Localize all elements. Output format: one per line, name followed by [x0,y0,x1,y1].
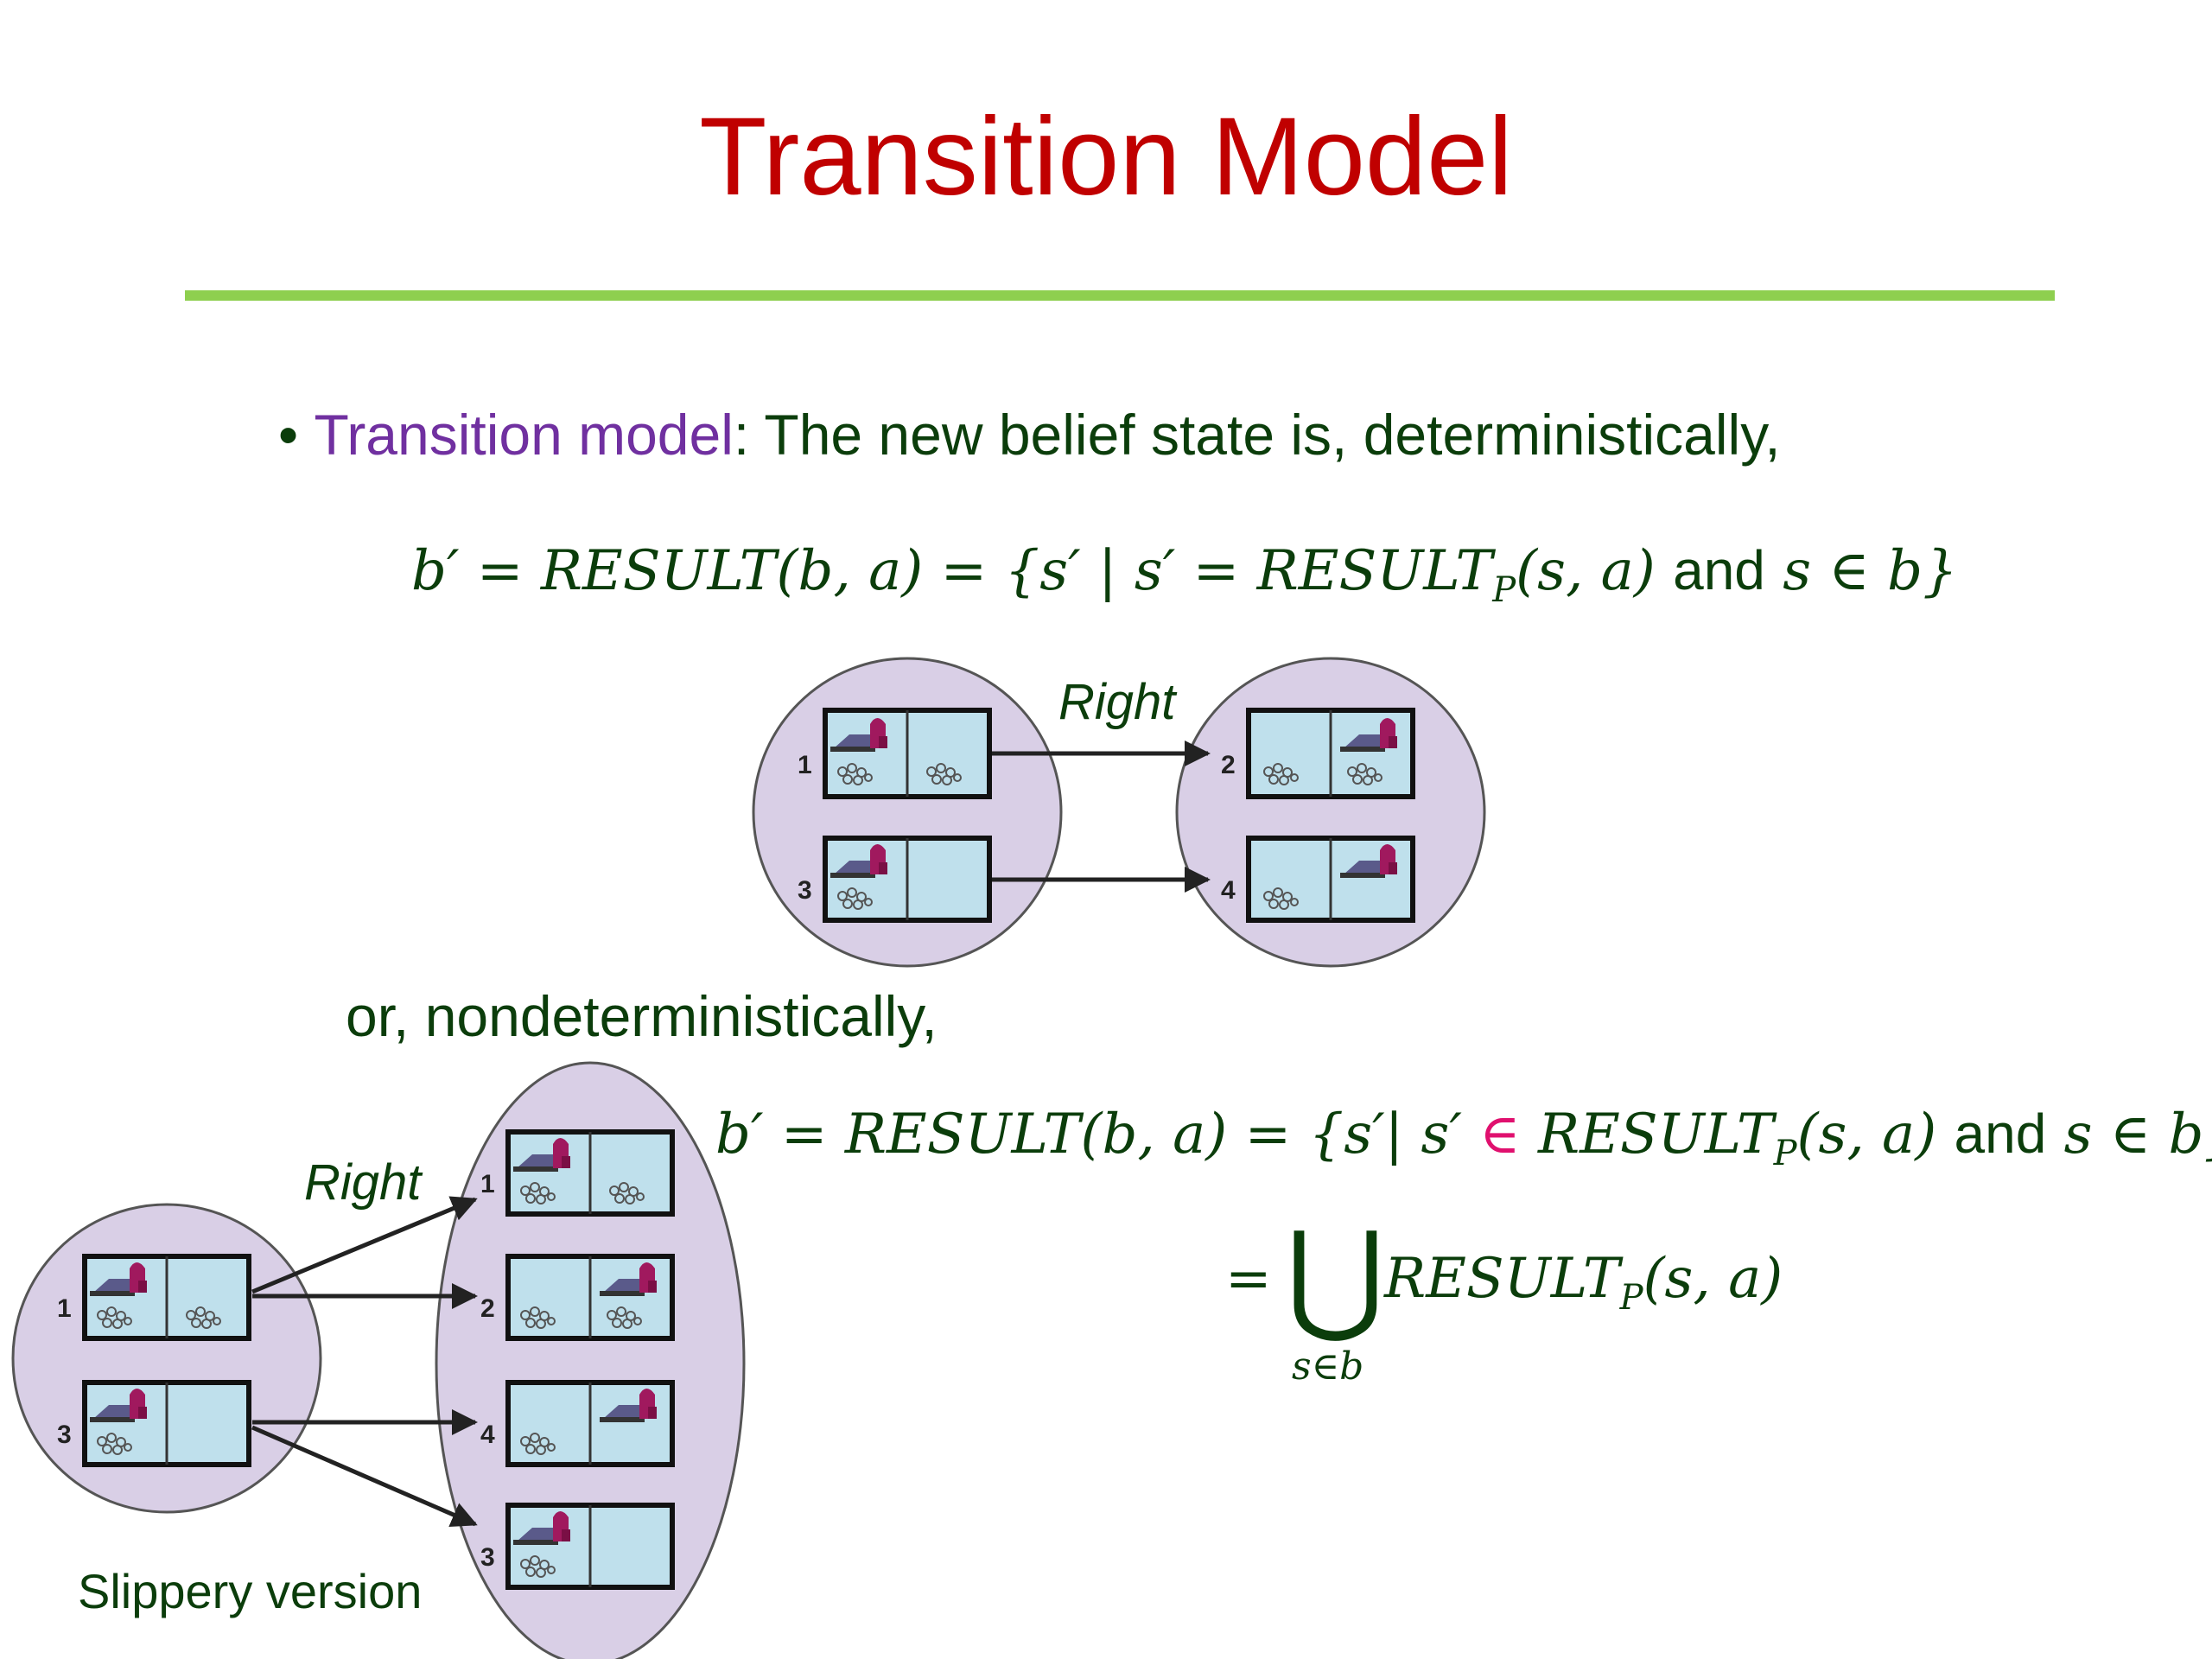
eq2-element-of: ∈ [1479,1103,1521,1166]
eq1-and: and [1673,539,1765,601]
bullet-dot: • [278,403,315,467]
bullet-transition-model: • Transition model: The new belief state… [278,406,1781,463]
eq2-sub: P [1773,1133,1797,1173]
slippery-result-2 [505,1254,675,1341]
state-box-1 [823,708,992,799]
state-box-4 [1246,836,1415,923]
slippery-result-1 [505,1129,675,1217]
eq2-tail: s ∈ b} [2063,1103,2212,1166]
d2-arrow-3-to-3 [251,1425,478,1528]
equation-nondeterministic: b′ = RESULT(b, a) = {s′| s′ ∈ RESULTP(s,… [715,1106,2212,1171]
d1-label-left-0: 1 [798,751,812,779]
bullet-rest: : The new belief state is, deterministic… [733,403,1781,467]
d2-label-left-0: 1 [57,1294,72,1323]
eq3-sub: P [1619,1277,1643,1318]
d1-label-right-1: 4 [1221,876,1236,905]
eq2-mid: (s, a) [1796,1103,1955,1166]
d1-label-left-1: 3 [798,876,812,905]
d1-action-label: Right [1058,674,1178,730]
d2-label-right-2: 4 [480,1421,495,1449]
title-divider [185,290,2055,301]
state-box-2 [1246,708,1415,799]
slippery-result-4 [505,1380,675,1467]
eq3-equals: = [1225,1247,1272,1311]
slippery-result-3 [505,1503,675,1590]
term-transition-model: Transition model [314,403,734,467]
union-subscript: s∈b [1292,1344,1364,1389]
slippery-state-box-1 [82,1254,251,1341]
eq1-mid: (s, a) [1516,539,1674,603]
union-symbol: ⋃ [1286,1206,1385,1347]
eq2-and: and [1954,1103,2047,1165]
slippery-caption: Slippery version [78,1564,423,1618]
state-box-3 [823,836,992,923]
d2-label-right-3: 3 [480,1543,495,1572]
or-nondeterministically: or, nondeterministically, [346,984,938,1048]
eq3-tail: (s, a) [1643,1247,1783,1311]
d2-label-left-1: 3 [57,1421,72,1449]
eq2-lhs: b′ = RESULT(b, a) = {s′| s′ [715,1103,1480,1166]
d2-label-right-1: 2 [480,1294,495,1323]
slide-title: Transition Model [699,95,1513,219]
d2-action-label: Right [304,1154,423,1211]
d1-label-right-0: 2 [1221,751,1236,779]
eq3-rhs: RESULTP(s, a) [1384,1251,1783,1315]
eq3-result: RESULT [1384,1247,1620,1311]
slippery-state-box-3 [82,1380,251,1467]
eq1-lhs: b′ = RESULT(b, a) = {s′ | s′ = RESULT [411,539,1493,603]
eq1-tail: s ∈ b} [1764,539,1958,603]
equation-deterministic: b′ = RESULT(b, a) = {s′ | s′ = RESULTP(s… [411,543,1958,607]
d2-label-right-0: 1 [480,1170,495,1198]
d2-arrow-1-to-1 [251,1196,478,1294]
eq1-sub: P [1492,569,1516,610]
eq2-rhs: RESULT [1520,1103,1774,1166]
